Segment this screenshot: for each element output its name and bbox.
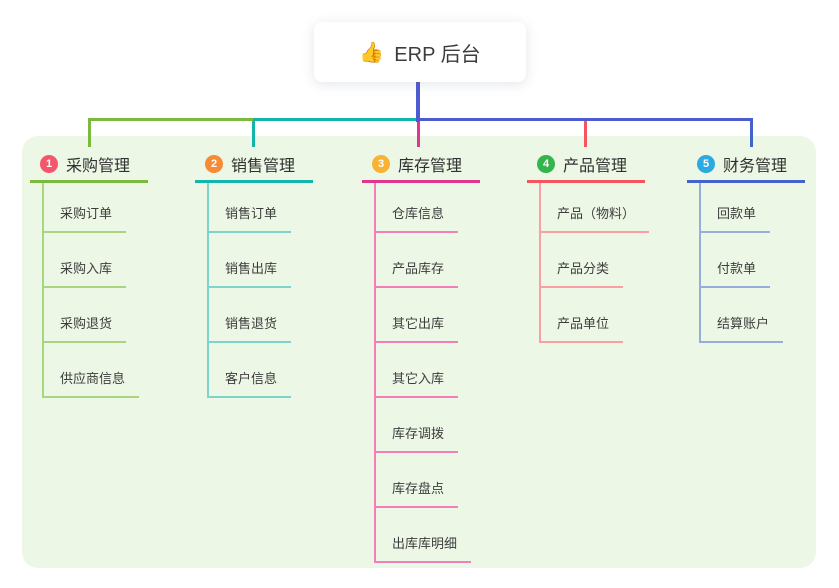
branch-2-title: 销售管理 — [231, 158, 296, 175]
branch-3: 3 库存管理仓库信息产品库存其它出库其它入库库存调拨库存盘点出库库明细 — [362, 148, 480, 563]
branch-1-number-badge: 1 — [40, 155, 58, 173]
connector-root-stem — [416, 82, 420, 122]
branch-5-child-row: 结算账户 — [701, 288, 805, 343]
branch-4-header[interactable]: 4 产品管理 — [527, 148, 645, 183]
branch-4-children: 产品（物料） 产品分类产品单位 — [539, 183, 650, 343]
connector-drop-branch-5 — [750, 118, 753, 147]
branch-2: 2 销售管理销售订单销售出库销售退货客户信息 — [195, 148, 313, 398]
branch-3-child-row: 库存调拨 — [376, 398, 480, 453]
branch-3-child-row: 其它出库 — [376, 288, 480, 343]
branch-1: 1 采购管理采购订单采购入库采购退货供应商信息 — [30, 148, 148, 398]
branch-4: 4 产品管理产品（物料） 产品分类产品单位 — [527, 148, 650, 343]
connector-drop-branch-3 — [417, 118, 420, 147]
branch-5-child-3[interactable]: 结算账户 — [701, 313, 784, 343]
branch-3-child-row: 产品库存 — [376, 233, 480, 288]
connector-rail-left — [88, 118, 253, 121]
branch-2-children: 销售订单销售出库销售退货客户信息 — [207, 183, 313, 398]
branch-4-child-row: 产品分类 — [541, 233, 649, 288]
branch-3-title: 库存管理 — [398, 158, 463, 175]
branch-2-child-row: 销售订单 — [209, 183, 313, 233]
branch-4-child-3[interactable]: 产品单位 — [541, 313, 624, 343]
branch-4-title: 产品管理 — [563, 158, 628, 175]
branch-2-child-1[interactable]: 销售订单 — [209, 203, 292, 233]
branch-3-child-4[interactable]: 其它入库 — [376, 368, 459, 398]
branch-5-title: 财务管理 — [723, 158, 788, 175]
branch-1-child-row: 采购退货 — [44, 288, 148, 343]
branch-4-child-2[interactable]: 产品分类 — [541, 258, 624, 288]
branch-1-child-row: 采购订单 — [44, 183, 148, 233]
branch-5-header[interactable]: 5 财务管理 — [687, 148, 805, 183]
branch-1-children: 采购订单采购入库采购退货供应商信息 — [42, 183, 148, 398]
branch-1-child-3[interactable]: 采购退货 — [44, 313, 127, 343]
connector-drop-branch-1 — [88, 118, 91, 147]
branch-1-child-2[interactable]: 采购入库 — [44, 258, 127, 288]
branch-1-child-1[interactable]: 采购订单 — [44, 203, 127, 233]
branch-2-child-3[interactable]: 销售退货 — [209, 313, 292, 343]
branch-1-title: 采购管理 — [66, 158, 131, 175]
branch-4-number-badge: 4 — [537, 155, 555, 173]
branch-5-child-1[interactable]: 回款单 — [701, 203, 771, 233]
branch-2-child-4[interactable]: 客户信息 — [209, 368, 292, 398]
root-node-erp[interactable]: 👍 ERP 后台 — [314, 22, 526, 82]
branch-3-child-3[interactable]: 其它出库 — [376, 313, 459, 343]
connector-rail-mid — [253, 118, 417, 121]
branch-3-child-row: 出库库明细 — [376, 508, 480, 563]
branch-1-child-4[interactable]: 供应商信息 — [44, 368, 140, 398]
branch-5-child-row: 回款单 — [701, 183, 805, 233]
branch-1-child-row: 采购入库 — [44, 233, 148, 288]
branch-2-child-2[interactable]: 销售出库 — [209, 258, 292, 288]
branch-2-child-row: 客户信息 — [209, 343, 313, 398]
branch-3-header[interactable]: 3 库存管理 — [362, 148, 480, 183]
root-node-label: ERP 后台 — [394, 43, 481, 66]
branch-3-child-2[interactable]: 产品库存 — [376, 258, 459, 288]
connector-drop-branch-2 — [252, 118, 255, 147]
branch-5-children: 回款单付款单结算账户 — [699, 183, 805, 343]
branch-2-number-badge: 2 — [205, 155, 223, 173]
branch-4-child-row: 产品（物料） — [541, 183, 650, 233]
branch-5-child-2[interactable]: 付款单 — [701, 258, 771, 288]
branch-3-child-row: 其它入库 — [376, 343, 480, 398]
branch-2-child-row: 销售退货 — [209, 288, 313, 343]
branch-5-child-row: 付款单 — [701, 233, 805, 288]
branch-3-child-row: 仓库信息 — [376, 183, 480, 233]
branch-3-child-7[interactable]: 出库库明细 — [376, 533, 472, 563]
diagram-panel — [22, 136, 816, 568]
branch-5: 5 财务管理回款单付款单结算账户 — [687, 148, 805, 343]
branch-4-child-row: 产品单位 — [541, 288, 649, 343]
branch-3-child-5[interactable]: 库存调拨 — [376, 423, 459, 453]
thumbs-up-icon: 👍 — [359, 41, 385, 64]
branch-2-header[interactable]: 2 销售管理 — [195, 148, 313, 183]
branch-3-children: 仓库信息产品库存其它出库其它入库库存调拨库存盘点出库库明细 — [374, 183, 480, 563]
branch-1-header[interactable]: 1 采购管理 — [30, 148, 148, 183]
branch-3-child-6[interactable]: 库存盘点 — [376, 478, 459, 508]
branch-1-child-row: 供应商信息 — [44, 343, 148, 398]
branch-4-child-1[interactable]: 产品（物料） — [541, 203, 650, 233]
connector-drop-branch-4 — [584, 118, 587, 147]
branch-5-number-badge: 5 — [697, 155, 715, 173]
branch-3-child-row: 库存盘点 — [376, 453, 480, 508]
branch-3-number-badge: 3 — [372, 155, 390, 173]
branch-2-child-row: 销售出库 — [209, 233, 313, 288]
connector-rail-right — [417, 118, 753, 121]
branch-3-child-1[interactable]: 仓库信息 — [376, 203, 459, 233]
